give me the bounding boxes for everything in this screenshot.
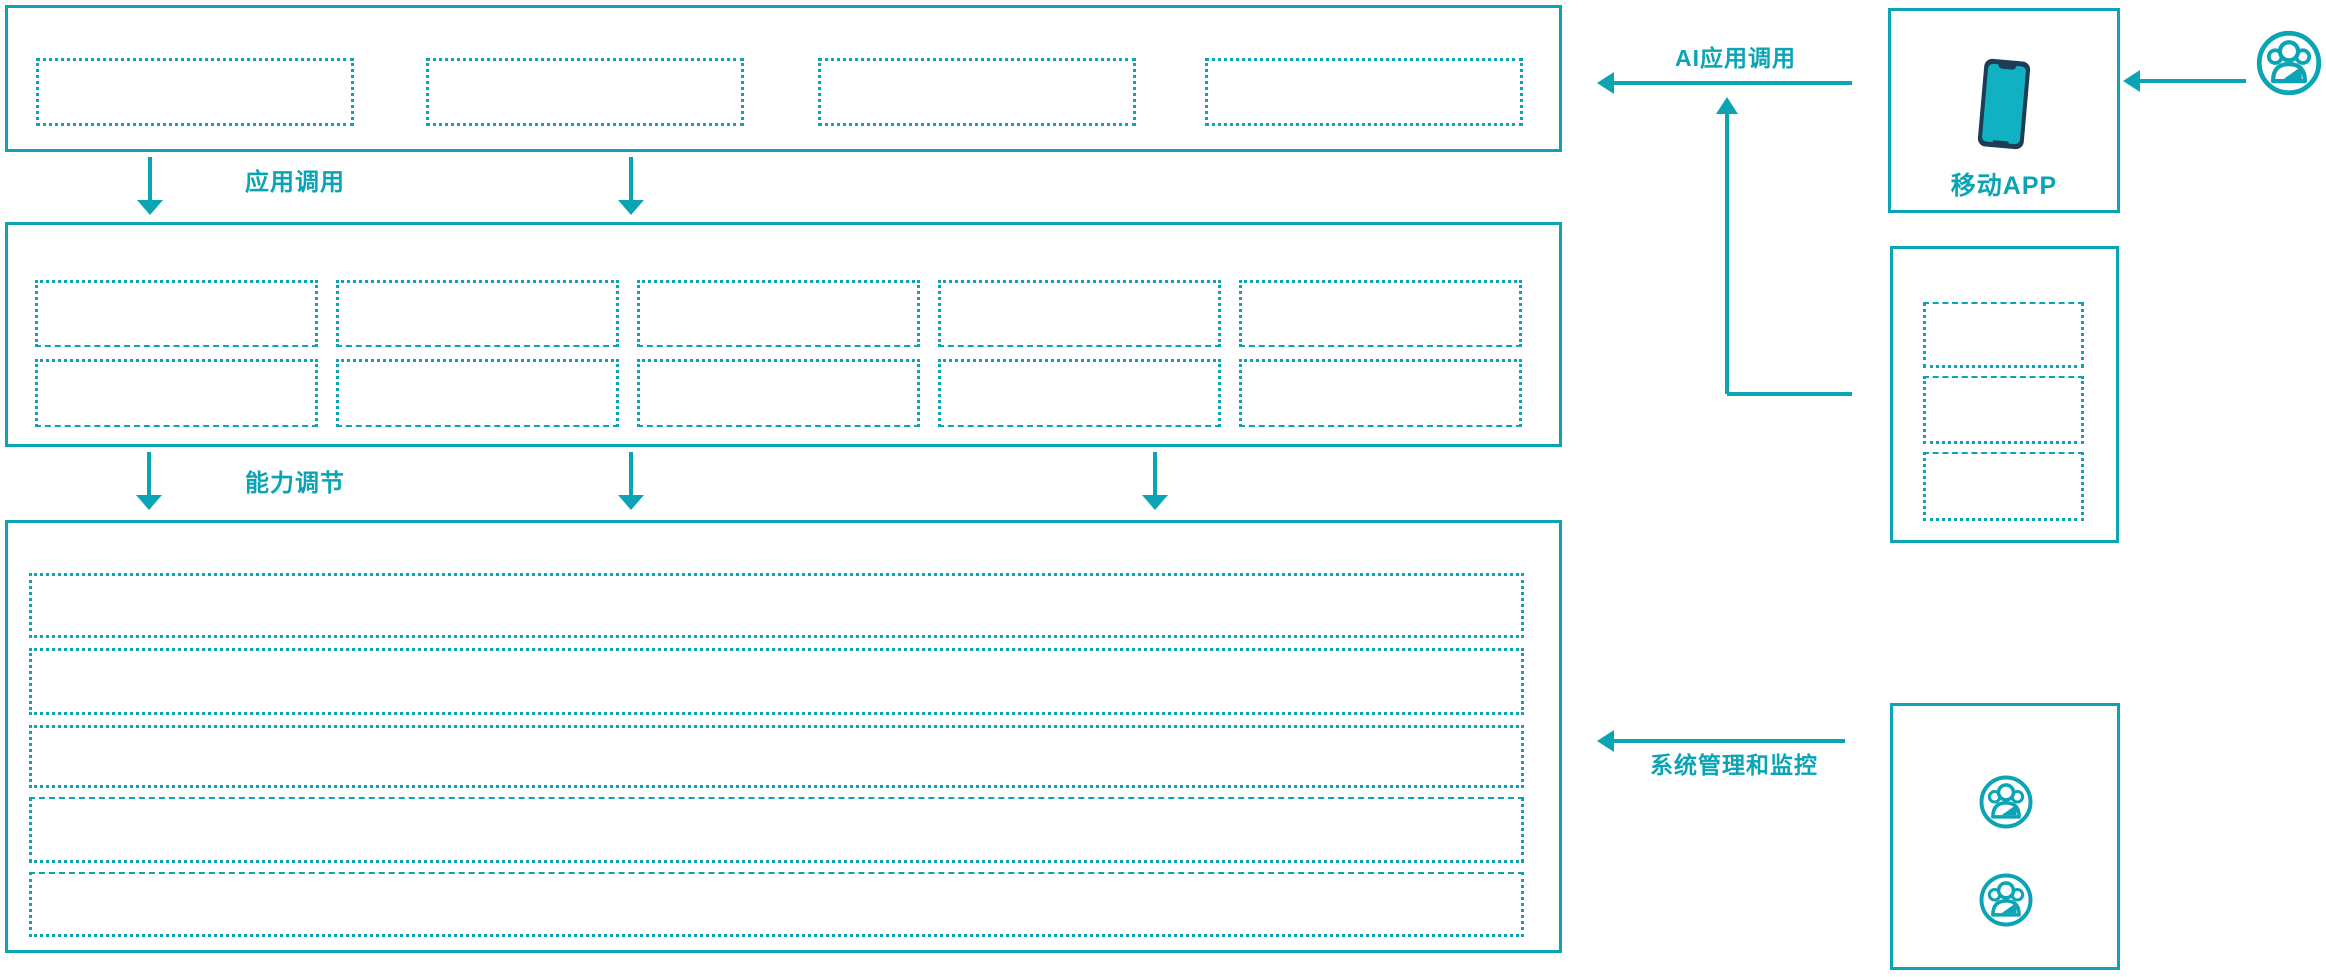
connector-client-branch [1716,97,1852,396]
mobile-app-label: 移动APP [1950,172,2058,200]
placeholder-box [1923,376,2084,444]
placeholder-box [1205,58,1523,126]
arrow-app-call-1 [137,157,163,215]
placeholder-box [818,58,1136,126]
placeholder-box [336,280,619,347]
placeholder-box [637,359,920,427]
placeholder-box [35,359,318,427]
arrow-capability-3 [1142,452,1168,510]
placeholder-box [1923,452,2084,521]
placeholder-box [938,280,1221,347]
placeholder-box [36,58,354,126]
placeholder-row [29,573,1524,638]
users-group-icon [1979,775,2033,829]
arrow-app-call-2 [618,157,644,215]
placeholder-row [29,797,1524,863]
smartphone-icon [1977,58,2031,150]
placeholder-box [35,280,318,347]
arrow-system-monitor [1597,730,1845,752]
users-group-icon [1979,873,2033,927]
label-ai-app-call: AI应用调用 [1675,45,1796,71]
arrow-capability-2 [618,452,644,510]
label-capability-adjust: 能力调节 [245,470,345,497]
placeholder-row [29,725,1524,788]
users-group-icon [2256,30,2322,96]
placeholder-row [29,648,1524,715]
admin-box [1890,703,2120,970]
arrow-user-to-app [2123,70,2246,92]
placeholder-box [637,280,920,347]
placeholder-row [29,872,1524,937]
placeholder-box [426,58,744,126]
label-system-monitor: 系统管理和监控 [1650,752,1818,778]
arrow-capability-1 [136,452,162,510]
placeholder-box [1239,359,1522,427]
arrow-ai-app-call [1597,72,1852,94]
label-app-call: 应用调用 [245,169,345,196]
placeholder-box [938,359,1221,427]
smartphone-screen [1981,63,2027,145]
placeholder-box [1239,280,1522,347]
placeholder-box [1923,302,2084,368]
placeholder-box [336,359,619,427]
